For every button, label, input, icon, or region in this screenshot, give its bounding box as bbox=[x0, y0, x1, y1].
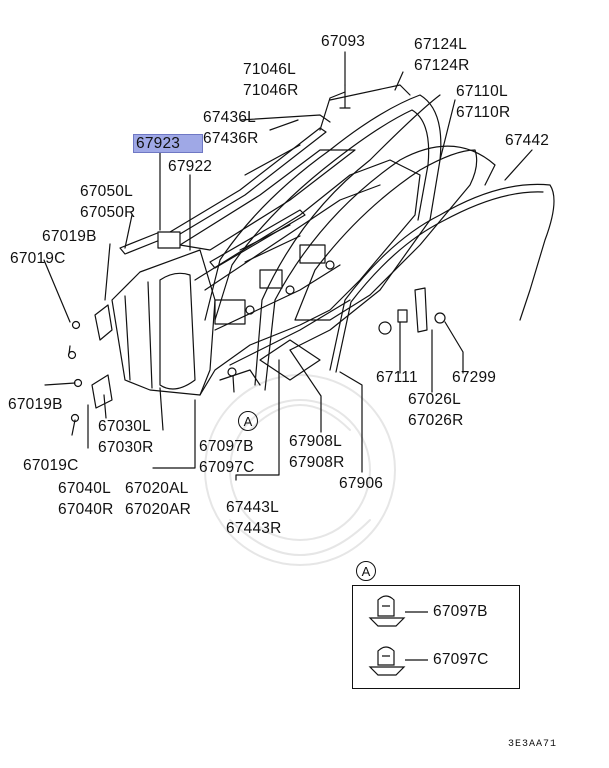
label-67026: 67026L 67026R bbox=[408, 389, 464, 431]
window-frame-inner bbox=[214, 109, 430, 321]
label-67030r: 67030R bbox=[98, 439, 154, 456]
screw-67093 bbox=[339, 84, 351, 109]
label-71046l: 71046L bbox=[243, 61, 296, 78]
label-67019b-top: 67019B bbox=[42, 228, 97, 245]
label-67050: 67050L 67050R bbox=[80, 181, 136, 223]
window-frame-outer bbox=[204, 94, 442, 351]
label-67020ar: 67020AR bbox=[125, 501, 192, 518]
label-67436r: 67436R bbox=[203, 130, 259, 147]
label-67026r: 67026R bbox=[408, 412, 464, 429]
detail-panel bbox=[352, 585, 520, 689]
label-71046r: 71046R bbox=[243, 82, 299, 99]
label-67097b: 67097B bbox=[199, 438, 254, 455]
watermark-emblem bbox=[204, 374, 396, 566]
label-67923-highlighted[interactable]: 67923 bbox=[133, 134, 204, 154]
label-67111: 67111 bbox=[376, 369, 418, 386]
label-67097: 67097B 67097C bbox=[199, 436, 255, 478]
label-67019c-bottom: 67019C bbox=[23, 457, 79, 474]
label-67050r: 67050R bbox=[80, 204, 136, 221]
label-67442: 67442 bbox=[505, 132, 550, 149]
label-67908: 67908L 67908R bbox=[289, 431, 345, 473]
label-67908r: 67908R bbox=[289, 454, 345, 471]
belt-moulding-71046 bbox=[179, 149, 356, 251]
label-67124l: 67124L bbox=[414, 36, 467, 53]
label-71046: 71046L 71046R bbox=[243, 59, 299, 101]
detail-callout-a: A bbox=[356, 561, 376, 581]
label-67436l: 67436L bbox=[203, 109, 256, 126]
channel-67026 bbox=[414, 287, 428, 333]
detail-label-67097b: 67097B bbox=[433, 603, 488, 620]
label-67040: 67040L 67040R bbox=[58, 478, 114, 520]
label-67124r: 67124R bbox=[414, 57, 470, 74]
label-67299: 67299 bbox=[452, 369, 497, 386]
label-67110r: 67110R bbox=[456, 104, 511, 121]
label-67040l: 67040L bbox=[58, 480, 111, 497]
clip-67026-small bbox=[397, 309, 408, 323]
label-67026l: 67026L bbox=[408, 391, 461, 408]
plug-67111 bbox=[378, 321, 392, 335]
label-67050l: 67050L bbox=[80, 183, 133, 200]
door-glass bbox=[294, 149, 478, 321]
label-67019b-bottom: 67019B bbox=[8, 396, 63, 413]
label-67040r: 67040R bbox=[58, 501, 114, 518]
clip-67097 bbox=[227, 367, 237, 377]
door-inner-panel bbox=[194, 159, 421, 396]
label-67097c: 67097C bbox=[199, 459, 255, 476]
leader-lines bbox=[43, 51, 533, 481]
label-67443l: 67443L bbox=[226, 499, 279, 516]
label-67443r: 67443R bbox=[226, 520, 282, 537]
label-67019c-top: 67019C bbox=[10, 250, 66, 267]
label-67030l: 67030L bbox=[98, 418, 151, 435]
label-67020al: 67020AL bbox=[125, 480, 189, 497]
label-67908l: 67908L bbox=[289, 433, 342, 450]
label-67110l: 67110L bbox=[456, 83, 508, 100]
diagram-code: 3E3AA71 bbox=[507, 739, 557, 750]
clip-67097c-illustration bbox=[368, 646, 406, 676]
label-67020: 67020AL 67020AR bbox=[125, 478, 191, 520]
highlighted-part-number[interactable]: 67923 bbox=[133, 134, 204, 153]
detail-label-67097c: 67097C bbox=[433, 651, 489, 668]
fastener-67299 bbox=[434, 312, 446, 324]
pad-67923 bbox=[157, 231, 181, 249]
label-67906: 67906 bbox=[339, 475, 384, 492]
clip-67097b-illustration bbox=[368, 595, 406, 627]
door-shell bbox=[111, 249, 216, 396]
glass-run-67124 bbox=[254, 94, 441, 386]
label-67922: 67922 bbox=[168, 158, 213, 175]
label-67030: 67030L 67030R bbox=[98, 416, 154, 458]
callout-a: A bbox=[238, 411, 258, 431]
label-67110: 67110L 67110R bbox=[456, 81, 510, 123]
bolt-67019c-top bbox=[71, 320, 81, 330]
label-67436: 67436L 67436R bbox=[203, 107, 259, 149]
hinge-lower bbox=[91, 374, 113, 409]
weatherstrip-67442 bbox=[329, 183, 555, 371]
label-67443: 67443L 67443R bbox=[226, 497, 282, 539]
hinge-upper bbox=[94, 304, 113, 341]
label-67124: 67124L 67124R bbox=[414, 34, 470, 76]
glass-run-67110 bbox=[264, 145, 496, 391]
bolt-67019c-mid bbox=[67, 350, 77, 360]
label-67093: 67093 bbox=[321, 33, 366, 50]
